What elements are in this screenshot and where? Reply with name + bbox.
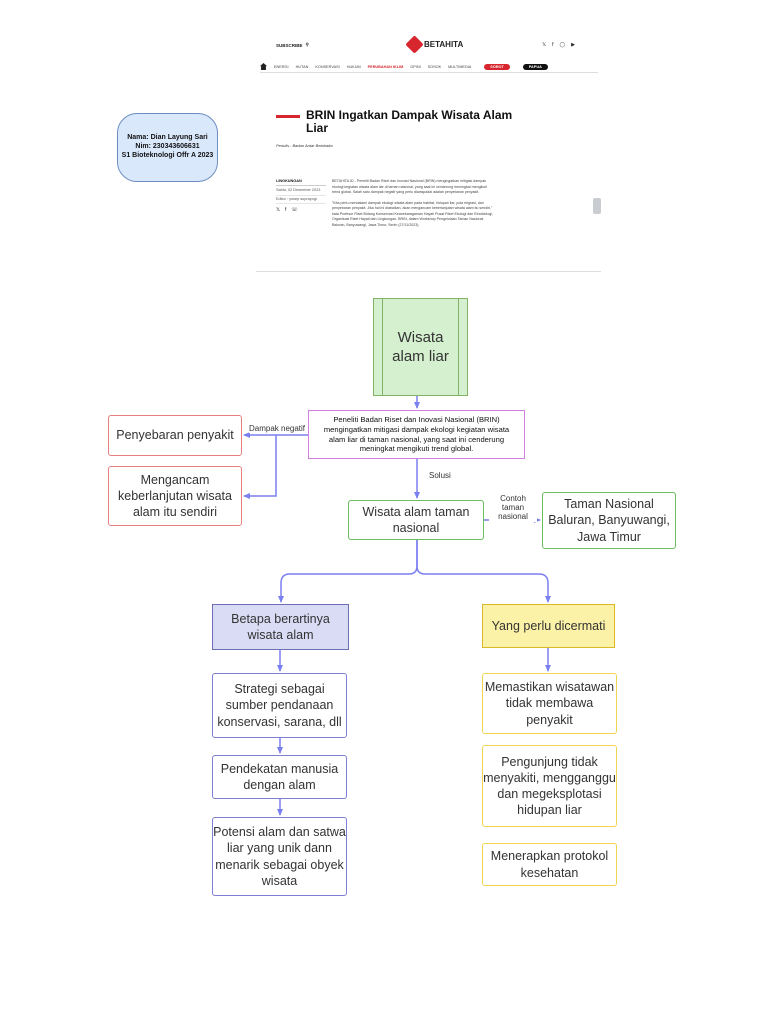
whatsapp-icon[interactable]: ☏ bbox=[291, 206, 298, 213]
article-paragraph: "Kita perlu mendalami dampak ekologi wis… bbox=[332, 200, 494, 227]
node-wisata-alam-liar: Wisata alam liar bbox=[373, 298, 468, 396]
logo-text: BETAHITA bbox=[424, 40, 464, 49]
facebook-icon[interactable]: f bbox=[552, 42, 554, 48]
article-date: Sabtu, 02 Desember 2023 bbox=[276, 187, 326, 196]
share-links: 𝕏 f ☏ bbox=[276, 207, 326, 214]
facebook-icon[interactable]: f bbox=[285, 206, 287, 213]
title-accent-line bbox=[276, 115, 300, 118]
subscribe-bar: SUBSCRIBE ⚲ bbox=[276, 42, 309, 48]
side-scroll-button[interactable] bbox=[593, 198, 601, 214]
twitter-icon[interactable]: 𝕏 bbox=[542, 42, 547, 48]
instagram-icon[interactable]: ◯ bbox=[559, 42, 566, 48]
identity-bubble: Nama: Dian Layung Sari Nim: 230343606631… bbox=[117, 113, 218, 182]
node-wisata-taman-nasional: Wisata alam taman nasional bbox=[348, 500, 484, 540]
social-links: 𝕏 f ◯ ▶ bbox=[542, 42, 575, 48]
root-label: Wisata alam liar bbox=[392, 328, 449, 366]
youtube-icon[interactable]: ▶ bbox=[571, 42, 575, 48]
edge-label-contoh-taman-nasional: Contoh taman nasional bbox=[489, 494, 537, 522]
node-strategi-pendanaan: Strategi sebagai sumber pendanaan konser… bbox=[212, 673, 347, 738]
node-memastikan-wisatawan: Memastikan wisatawan tidak membawa penya… bbox=[482, 673, 617, 734]
node-taman-nasional-baluran: Taman Nasional Baluran, Banyuwangi, Jawa… bbox=[542, 492, 676, 549]
edge-taman-to-betapa bbox=[278, 540, 418, 603]
node-penyebaran-penyakit: Penyebaran penyakit bbox=[108, 415, 242, 456]
article-meta: LINGKUNGAN Sabtu, 02 Desember 2023 Edito… bbox=[276, 179, 326, 214]
edge-brin-to-mengancam bbox=[243, 435, 277, 499]
article-body: BETAHITA.ID - Peneliti Badan Riset dan I… bbox=[332, 179, 494, 234]
nav-item-sosok[interactable]: SOSOK bbox=[427, 64, 442, 69]
root-right-stripe bbox=[458, 299, 459, 395]
nav-item-hutan[interactable]: HUTAN bbox=[295, 64, 309, 69]
nav-pill-sorot[interactable]: SOROT bbox=[484, 63, 510, 70]
nav-pill-papua[interactable]: PAPUA bbox=[522, 63, 548, 70]
node-pengunjung-tidak-menyakiti: Pengunjung tidak menyakiti, mengganggu d… bbox=[482, 745, 617, 827]
main-nav: ENERGI HUTAN KONSERVASI HUKUM PERUBAHAN … bbox=[260, 63, 598, 73]
node-betapa-berartinya: Betapa berartinya wisata alam bbox=[212, 604, 349, 650]
home-icon[interactable] bbox=[260, 63, 267, 70]
edge-label-dampak-negatif: Dampak negatif bbox=[249, 424, 306, 434]
nav-item-multimedia[interactable]: MULTIMEDIA bbox=[448, 64, 472, 69]
node-brin-statement: Peneliti Badan Riset dan Inovasi Nasiona… bbox=[308, 410, 525, 459]
article-category[interactable]: LINGKUNGAN bbox=[276, 179, 326, 187]
node-mengancam-keberlanjutan: Mengancam keberlanjutan wisata alam itu … bbox=[108, 466, 242, 526]
identity-name: Nama: Dian Layung Sari bbox=[127, 134, 208, 142]
node-pendekatan-manusia: Pendekatan manusia dengan alam bbox=[212, 755, 347, 799]
identity-class: S1 Bioteknologi Offr A 2023 bbox=[121, 151, 214, 159]
article-byline: Penulis : Badan Antar Betahaita bbox=[276, 143, 333, 148]
nav-item-perubahan-iklim[interactable]: PERUBAHAN IKLIM bbox=[367, 64, 404, 69]
search-icon[interactable]: ⚲ bbox=[305, 42, 309, 47]
nav-item-hukum[interactable]: HUKUM bbox=[346, 64, 361, 69]
node-protokol-kesehatan: Menerapkan protokol kesehatan bbox=[482, 843, 617, 886]
site-logo[interactable]: BETAHITA bbox=[405, 35, 464, 54]
edge-label-solusi: Solusi bbox=[429, 471, 451, 481]
subscribe-link[interactable]: SUBSCRIBE bbox=[276, 42, 303, 48]
node-yang-perlu-dicermati: Yang perlu dicermati bbox=[482, 604, 615, 648]
twitter-icon[interactable]: 𝕏 bbox=[276, 206, 281, 213]
node-potensi-alam: Potensi alam dan satwa liar yang unik da… bbox=[212, 817, 347, 896]
nav-item-opini[interactable]: OPINI bbox=[410, 64, 421, 69]
identity-nim: Nim: 230343606631 bbox=[135, 143, 200, 151]
edge-taman-to-perlu bbox=[416, 540, 551, 603]
nav-item-energi[interactable]: ENERGI bbox=[274, 64, 289, 69]
logo-mark-icon bbox=[405, 35, 424, 54]
article-screenshot: SUBSCRIBE ⚲ BETAHITA 𝕏 f ◯ ▶ ENERGI HUTA… bbox=[256, 30, 601, 272]
root-left-stripe bbox=[382, 299, 383, 395]
article-editor: Editor : yosep suprayogi bbox=[276, 196, 326, 204]
article-paragraph: BETAHITA.ID - Peneliti Badan Riset dan I… bbox=[332, 179, 488, 195]
article-title: BRIN Ingatkan Dampak Wisata Alam Liar bbox=[306, 108, 513, 135]
nav-item-konservasi[interactable]: KONSERVASI bbox=[315, 64, 340, 69]
